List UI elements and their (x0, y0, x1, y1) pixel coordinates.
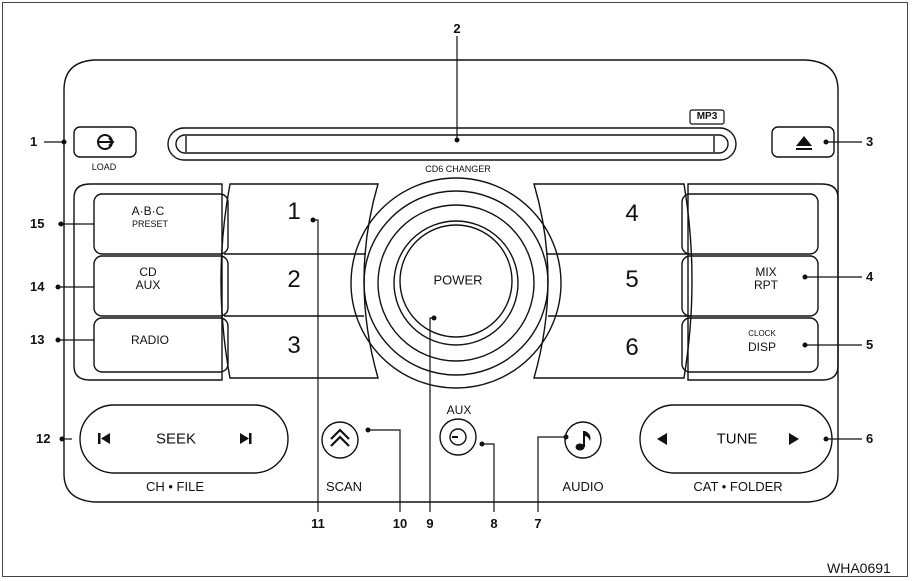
preset-2: 2 (287, 266, 301, 293)
preset-3: 3 (287, 332, 301, 359)
clock-label: CLOCK (748, 329, 776, 338)
preset-6: 6 (625, 334, 639, 361)
preset-5: 5 (625, 266, 639, 293)
faceplate-outline (63, 59, 839, 503)
callout-14: 14 (30, 279, 45, 294)
empty-button (681, 193, 819, 255)
callout-3: 3 (866, 134, 874, 149)
callout-2: 2 (453, 21, 461, 36)
cd-slot (167, 127, 737, 161)
audio-button (564, 421, 602, 459)
callout-9: 9 (426, 516, 434, 531)
callout-4: 4 (866, 269, 874, 284)
scan-label: SCAN (325, 479, 363, 494)
power-label: POWER (433, 272, 483, 288)
callout-7: 7 (534, 516, 542, 531)
callout-8: 8 (490, 516, 498, 531)
aux-jack (439, 418, 477, 456)
tune-label: TUNE (716, 430, 758, 448)
rpt-label: RPT (754, 278, 778, 292)
scan-button (321, 421, 359, 459)
callout-15: 15 (30, 216, 45, 231)
cat-folder-label: CAT • FOLDER (693, 479, 783, 494)
radio-button (93, 317, 229, 373)
mix-label: MIX (755, 265, 777, 279)
load-label: LOAD (91, 162, 117, 172)
audio-label: AUDIO (562, 479, 604, 494)
disp-label: DISP (747, 340, 777, 354)
seek-label: SEEK (155, 430, 197, 448)
callout-1: 1 (30, 134, 38, 149)
mix-rpt-button (681, 255, 819, 317)
eject-icon (796, 136, 812, 150)
aux-jack-label: AUX (446, 403, 472, 417)
preset-column-left (220, 183, 379, 379)
callout-12: 12 (36, 431, 51, 446)
power-knob-outer (350, 177, 562, 389)
leader-lines (44, 36, 862, 512)
preset-1: 1 (287, 198, 301, 225)
music-note-icon (575, 431, 591, 451)
seek-rocker (79, 404, 289, 474)
preset-4: 4 (625, 200, 639, 227)
cd-aux-button (93, 255, 229, 317)
tune-left-icon (657, 433, 667, 445)
aux-button-label: AUX (135, 278, 161, 292)
callout-6: 6 (866, 431, 874, 446)
mp3-badge (689, 109, 725, 125)
preset-column-right (533, 183, 693, 379)
mp3-label: MP3 (696, 111, 718, 122)
figure-id: WHA0691 (827, 560, 891, 576)
cd-label: CD (139, 265, 157, 279)
load-button (73, 126, 137, 158)
callout-5: 5 (866, 337, 874, 352)
abc-label: A·B·C (131, 204, 165, 218)
ch-file-label: CH • FILE (145, 479, 205, 494)
radio-label: RADIO (130, 333, 170, 347)
scan-chevrons-icon (330, 428, 350, 447)
callout-13: 13 (30, 332, 45, 347)
callout-11: 11 (311, 516, 325, 531)
load-icon (97, 134, 115, 150)
power-button (399, 224, 513, 338)
tune-right-icon (789, 433, 799, 445)
callout-10: 10 (392, 516, 408, 531)
seek-next-icon (240, 433, 252, 444)
seek-prev-icon (98, 433, 110, 444)
preset-label: PRESET (131, 219, 169, 229)
cd-changer-label: CD6 CHANGER (425, 164, 491, 174)
